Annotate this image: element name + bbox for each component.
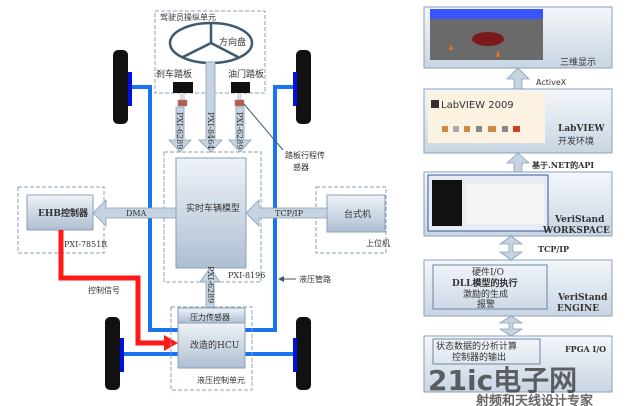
net-api-label: 基于.NET的API [531, 160, 594, 170]
activex-arrow [506, 67, 530, 90]
workspace-label: VeriStand [554, 215, 605, 225]
engine-item-2: DLL模型的执行 [452, 277, 517, 289]
hydraulic-unit-label: 液压控制单元 [197, 375, 245, 385]
pedal-sensors [177, 94, 245, 107]
desktop-label: 台式机 [344, 208, 371, 220]
labview-env-label-2: 开发环境 [558, 135, 594, 147]
control-signal-line [58, 230, 166, 346]
model-hw-label: PXI-8196 [228, 271, 265, 280]
hydraulic-pointer-head [278, 276, 284, 282]
arrow-label-brake: PXI-6289 [175, 112, 184, 149]
watermark: 21ic电子网 射频和天线设计专家 [428, 364, 594, 406]
wheel-rear-left [105, 317, 124, 390]
activex-label: ActiveX [536, 78, 567, 87]
host-label: 上位机 [366, 238, 390, 248]
engine-fpga-double-arrow [498, 315, 524, 337]
hcu-hw-label: PXI-6289 [206, 266, 215, 303]
desktop-dashed-box [315, 186, 387, 254]
panel-engine [423, 259, 613, 317]
ehb-hw-label: PXI-7851R [64, 240, 108, 249]
hydraulic-line-label: 液压管路 [299, 274, 331, 284]
tcpip-arrow [245, 199, 328, 227]
engine-item-4: 报警 [477, 298, 495, 310]
right-tcpip-label: TCP/IP [538, 244, 569, 254]
tcpip-double-arrow [498, 235, 524, 261]
signal-arrows [168, 61, 252, 308]
watermark-slogan: 射频和天线设计专家 [475, 393, 594, 406]
display3d-label: 三维显示 [560, 56, 596, 68]
net-api-arrow [505, 152, 531, 173]
engine-item-1: 硬件I/O [472, 266, 504, 278]
ehb-label: EHB控制器 [38, 207, 89, 219]
engine-item-3: 激励的生成 [463, 288, 508, 300]
labview-env-label: LabVIEW [558, 124, 606, 134]
wheel-rear-right [293, 317, 311, 390]
control-signal-label: 控制信号 [88, 285, 120, 295]
engine-label-2: ENGINE [557, 304, 599, 314]
panel-fpga [423, 335, 613, 393]
arrow-label-throttle: PXI-6289 [235, 112, 244, 149]
tcpip-label: TCP/IP [275, 209, 304, 218]
hcu-dashed-box [170, 306, 253, 391]
steering-wheel-label: 方向盘 [219, 36, 246, 48]
watermark-brand: 21ic电子网 [428, 364, 577, 397]
dma-label: DMA [126, 209, 147, 218]
labview-logo: LabVIEW 2009 [441, 100, 514, 111]
arrow-label-steer: PXI-8464 [206, 112, 215, 149]
pedal-sensor-label: 踏板行程传 [285, 150, 325, 160]
wheel-front-left [113, 50, 132, 124]
engine-label: VeriStand [557, 293, 608, 303]
hcu-label: 改造的HCU [190, 339, 240, 351]
fpga-label: FPGA I/O [565, 344, 606, 354]
pressure-sensor-label: 压力传感器 [190, 312, 230, 322]
throttle-pedal-label: 油门踏板 [228, 68, 264, 80]
driver-unit-label: 驾驶员操纵单元 [160, 12, 216, 22]
hcu-box [177, 322, 246, 369]
panel-workspace [423, 171, 613, 237]
panel-3d-display [423, 6, 613, 69]
panel-labview [423, 88, 613, 154]
workspace-label-2: WORKSPACE [542, 226, 610, 236]
brake-pedal-label: 刹车踏板 [156, 68, 192, 80]
throttle-pedal [231, 82, 250, 93]
model-label: 实时车辆模型 [186, 202, 240, 214]
model-box [175, 157, 247, 269]
fpga-item-1: 状态数据的分析计算 [436, 340, 517, 352]
wheel-front-right [293, 50, 311, 124]
pedal-sensor-pointer [243, 103, 284, 151]
dma-arrow [92, 199, 177, 227]
brake-pedal [173, 82, 193, 93]
fpga-item-2: 控制器的输出 [452, 351, 506, 363]
pedal-sensor-label-2: 感器 [293, 162, 309, 172]
